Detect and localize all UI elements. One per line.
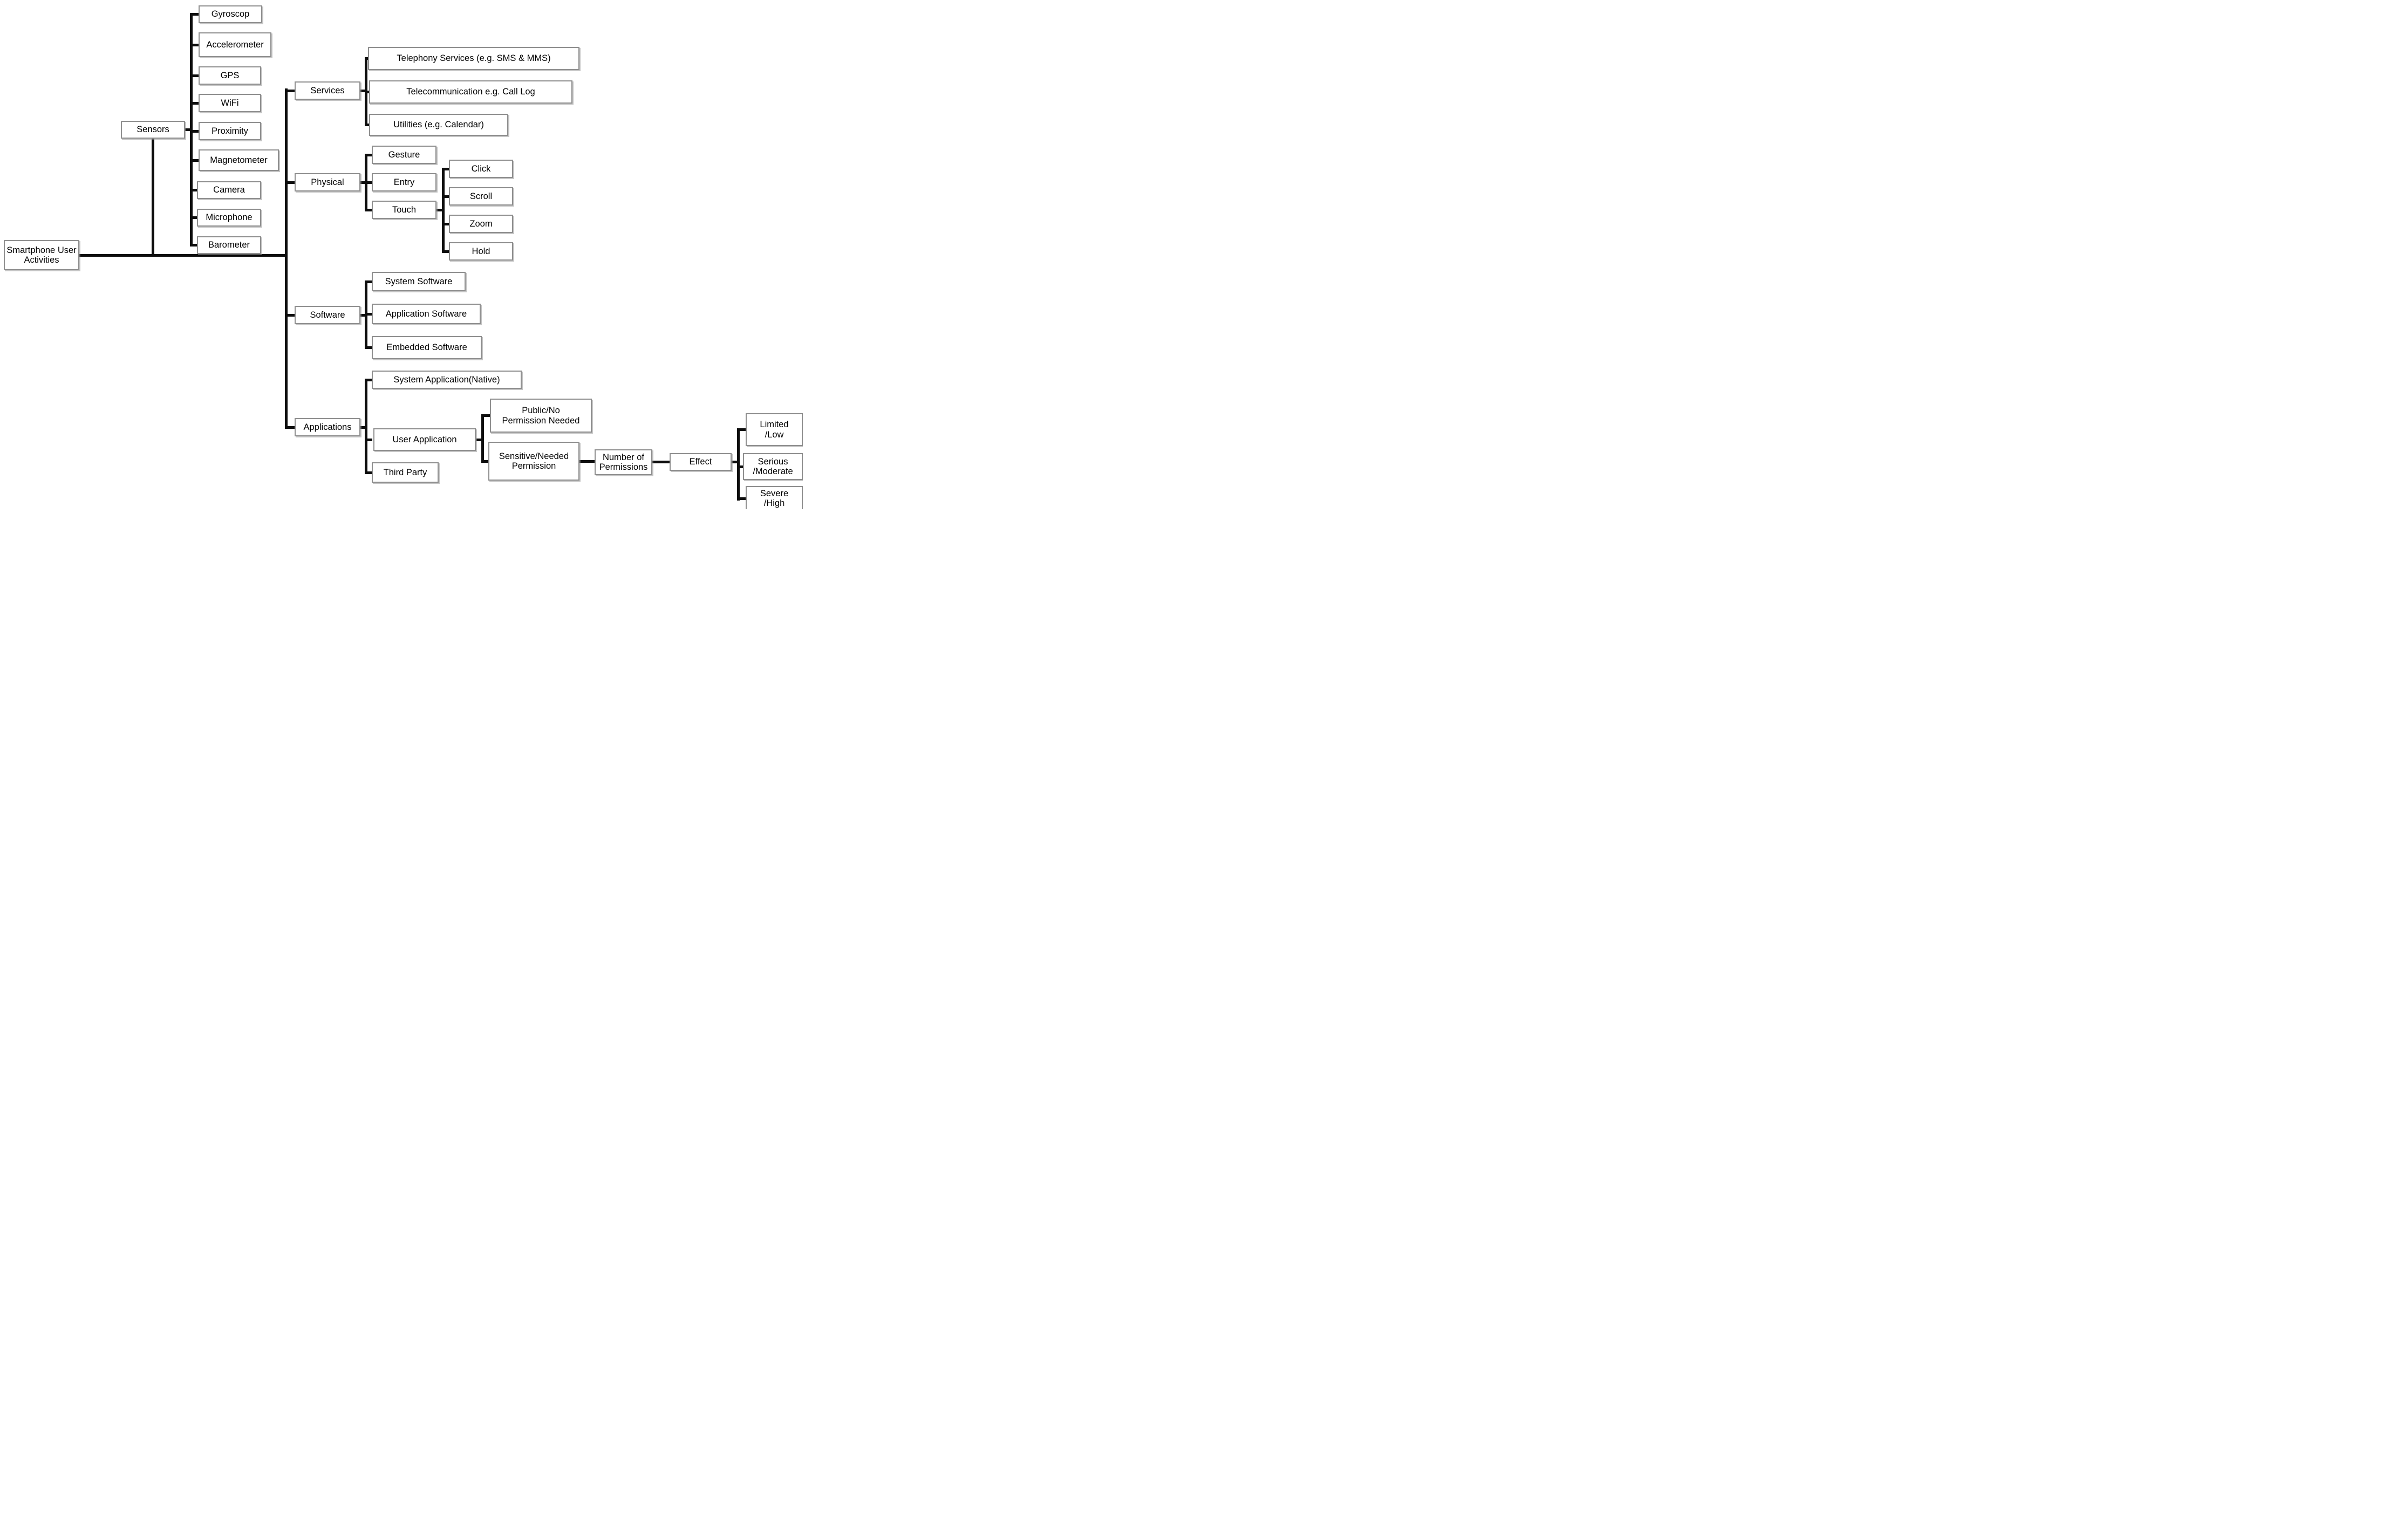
edge-stub-accelerometer xyxy=(190,44,199,46)
node-wifi: WiFi xyxy=(199,94,261,112)
node-zoom: Zoom xyxy=(449,215,513,233)
edge-stub-gesture xyxy=(365,154,372,156)
node-utilities: Utilities (e.g. Calendar) xyxy=(369,114,508,136)
edge-root-trunk xyxy=(79,254,286,257)
node-barometer: Barometer xyxy=(197,236,261,254)
edge-stub-applications xyxy=(285,426,295,429)
edge-stub-zoom xyxy=(442,223,449,225)
edge-stub-physical xyxy=(285,181,295,184)
node-telephony-services: Telephony Services (e.g. SMS & MMS) xyxy=(368,47,579,70)
node-number-of-permissions: Number of Permissions xyxy=(595,449,652,475)
node-gyroscop: Gyroscop xyxy=(199,5,262,23)
node-gps: GPS xyxy=(199,66,261,85)
edge-stub-click xyxy=(442,168,449,170)
edge-stub-wifi xyxy=(190,102,199,105)
edge-number-to-effect xyxy=(652,461,670,463)
edge-stub-embedded-software xyxy=(365,346,372,349)
edge-services-stub xyxy=(360,90,367,92)
edge-sensitive-to-number xyxy=(579,460,595,463)
edge-stub-telecommunication xyxy=(365,91,372,93)
edge-stub-hold xyxy=(442,250,449,253)
node-applications: Applications xyxy=(295,418,360,436)
node-user-application: User Application xyxy=(373,428,476,451)
edge-sensors-stub xyxy=(185,128,193,131)
edge-stub-touch xyxy=(365,209,372,211)
node-proximity: Proximity xyxy=(199,122,261,140)
edge-stub-gps xyxy=(190,74,199,77)
node-camera: Camera xyxy=(197,181,261,199)
node-scroll: Scroll xyxy=(449,187,513,206)
edge-stub-software xyxy=(285,314,295,317)
edge-effect-stub xyxy=(732,461,740,463)
edge-sensors-drop xyxy=(152,138,154,257)
node-embedded-software: Embedded Software xyxy=(372,336,482,359)
node-physical: Physical xyxy=(295,173,360,191)
edge-software-stub xyxy=(360,314,367,317)
edge-effect-bracket xyxy=(737,428,740,501)
node-effect: Effect xyxy=(670,453,732,471)
edge-stub-third-party xyxy=(365,471,372,474)
node-sensitive-needed-permission: Sensitive/Needed Permission xyxy=(488,442,579,481)
edge-stub-entry xyxy=(365,181,372,184)
edge-touch-bracket xyxy=(442,168,445,253)
node-telecommunication: Telecommunication e.g. Call Log xyxy=(369,80,572,104)
node-click: Click xyxy=(449,160,513,178)
node-gesture: Gesture xyxy=(372,146,436,164)
edge-user-application-stub xyxy=(476,439,484,441)
node-hold: Hold xyxy=(449,242,513,261)
edge-stub-magnetometer xyxy=(190,159,199,162)
edge-stub-utilities xyxy=(365,124,372,126)
node-magnetometer: Magnetometer xyxy=(199,149,279,171)
node-entry: Entry xyxy=(372,173,436,191)
edge-applications-stub xyxy=(360,426,367,429)
node-touch: Touch xyxy=(372,201,436,219)
node-application-software: Application Software xyxy=(372,304,481,324)
node-serious-moderate: Serious /Moderate xyxy=(743,453,803,480)
node-sensors: Sensors xyxy=(121,121,185,139)
edge-stub-gyroscop xyxy=(190,13,199,16)
edge-stub-severe-high xyxy=(737,497,746,500)
edge-touch-stub xyxy=(436,209,445,211)
node-limited-low: Limited /Low xyxy=(746,413,803,446)
tree-diagram: Smartphone User Activities Sensors Gyros… xyxy=(0,0,803,509)
edge-stub-public-no-permission xyxy=(481,414,490,417)
node-public-no-permission: Public/No Permission Needed xyxy=(490,399,592,433)
edge-stub-scroll xyxy=(442,195,449,198)
edge-physical-stub xyxy=(360,181,367,184)
edge-stub-services xyxy=(285,90,295,92)
node-microphone: Microphone xyxy=(197,209,261,227)
node-third-party: Third Party xyxy=(372,462,439,483)
node-accelerometer: Accelerometer xyxy=(199,32,271,57)
edge-stub-microphone xyxy=(190,216,199,219)
node-services: Services xyxy=(295,81,360,100)
node-severe-high: Severe /High xyxy=(746,486,803,509)
edge-stub-proximity xyxy=(190,130,199,133)
edge-stub-user-application xyxy=(365,439,372,441)
edge-user-application-bracket xyxy=(481,414,484,463)
edge-stub-sensitive-permission xyxy=(481,460,489,463)
node-root: Smartphone User Activities xyxy=(4,240,79,270)
edge-stub-camera xyxy=(190,189,199,191)
edge-sensors-bracket xyxy=(190,13,193,246)
node-software: Software xyxy=(295,306,360,324)
edge-stub-barometer xyxy=(190,244,199,246)
edge-main-branch-spine xyxy=(285,88,288,429)
node-system-software: System Software xyxy=(372,272,466,291)
node-system-application-native: System Application(Native) xyxy=(372,371,522,389)
edge-stub-application-software xyxy=(365,313,372,316)
edge-applications-bracket xyxy=(365,379,367,474)
edge-stub-limited-low xyxy=(737,428,746,431)
edge-stub-serious-moderate xyxy=(737,465,743,468)
edge-stub-system-software xyxy=(365,280,372,283)
edge-stub-system-application xyxy=(365,379,372,381)
